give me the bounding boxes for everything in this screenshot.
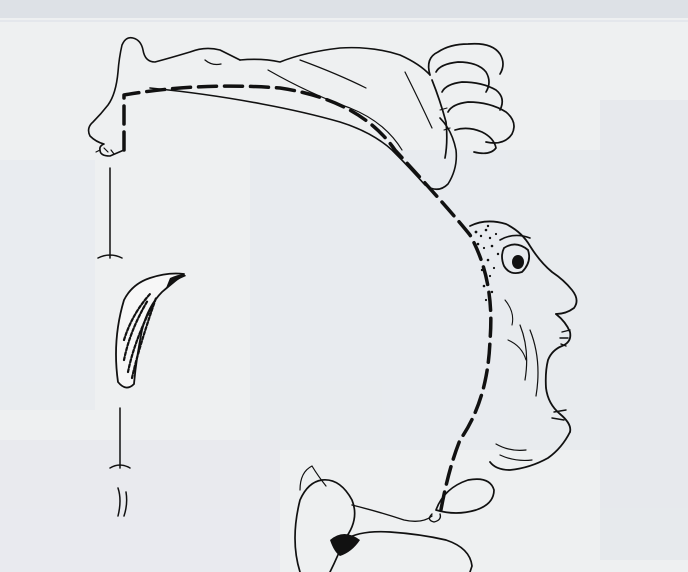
eye-pupil <box>512 255 524 269</box>
